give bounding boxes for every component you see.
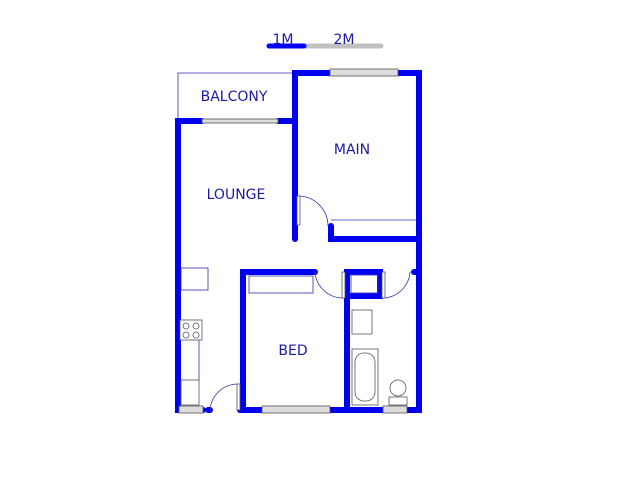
- room-label-bed: BED: [278, 343, 307, 359]
- kitchen-sink-icon: [180, 379, 200, 406]
- balcony-outline: [177, 72, 296, 121]
- basin-icon: [351, 309, 373, 335]
- window-bed: [261, 405, 331, 414]
- windows-doors: [178, 68, 411, 414]
- room-label-main: MAIN: [334, 142, 370, 158]
- sliding-door: [201, 118, 279, 124]
- scale-label-1m: 1M: [273, 32, 294, 48]
- window-main: [329, 68, 399, 77]
- room-label-lounge: LOUNGE: [207, 187, 266, 203]
- room-label-balcony: BALCONY: [201, 89, 268, 105]
- fixtures: [179, 219, 417, 406]
- door-bed: [314, 271, 344, 299]
- window-kitchen: [178, 405, 204, 414]
- walls: [175, 70, 422, 413]
- window-bath: [382, 405, 408, 414]
- toilet-icon: [389, 379, 407, 397]
- door-entrance: [209, 383, 239, 411]
- door-bath: [383, 271, 411, 299]
- scale-label-2m: 2M: [334, 32, 355, 48]
- scale-bar: 1M 2M: [266, 32, 384, 49]
- door-main: [297, 195, 329, 227]
